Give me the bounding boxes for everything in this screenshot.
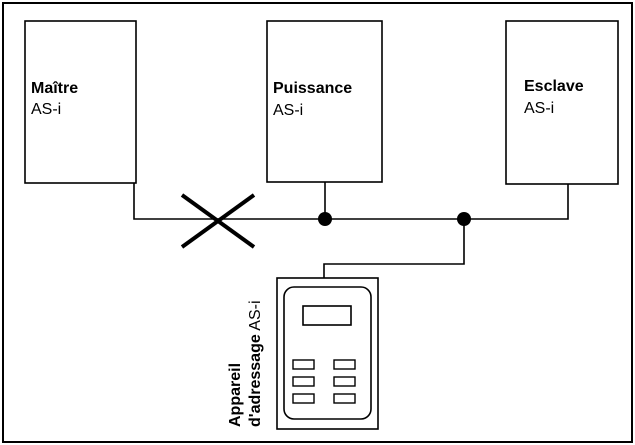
slave-box: Esclave AS-i xyxy=(505,20,619,185)
device-key xyxy=(333,393,356,404)
device-key xyxy=(333,376,356,387)
device-keypad xyxy=(292,359,356,404)
device-outer-frame xyxy=(276,277,379,430)
power-box: Puissance AS-i xyxy=(266,20,383,183)
device-key xyxy=(292,359,315,370)
disconnect-cross-icon xyxy=(180,193,256,249)
device-key xyxy=(333,359,356,370)
device-junction-dot xyxy=(457,212,471,226)
device-label-line1: Appareil xyxy=(227,363,244,427)
master-title: Maître xyxy=(31,80,78,97)
master-subtitle: AS-i xyxy=(31,101,61,118)
master-box-frame xyxy=(24,20,137,184)
master-box: Maître AS-i xyxy=(24,20,137,184)
device-key xyxy=(292,376,315,387)
device-key xyxy=(292,393,315,404)
device-label-line2: d'adressage AS-i xyxy=(247,300,264,427)
bus-line xyxy=(133,183,569,220)
device-display xyxy=(302,305,352,326)
device-drop-line xyxy=(323,219,465,278)
device-inner-frame xyxy=(283,286,372,420)
addressing-device xyxy=(276,277,379,430)
device-label-line2-bold: d'adressage xyxy=(247,334,264,427)
device-label-line2-regular: AS-i xyxy=(247,300,264,334)
power-junction-dot xyxy=(318,212,332,226)
slave-title: Esclave xyxy=(524,78,584,95)
bus-wiring xyxy=(133,182,569,278)
slave-subtitle: AS-i xyxy=(524,100,554,117)
slave-box-frame xyxy=(505,20,619,185)
power-title: Puissance xyxy=(273,80,352,97)
device-label: Appareil d'adressage AS-i xyxy=(227,300,264,427)
power-subtitle: AS-i xyxy=(273,102,303,119)
